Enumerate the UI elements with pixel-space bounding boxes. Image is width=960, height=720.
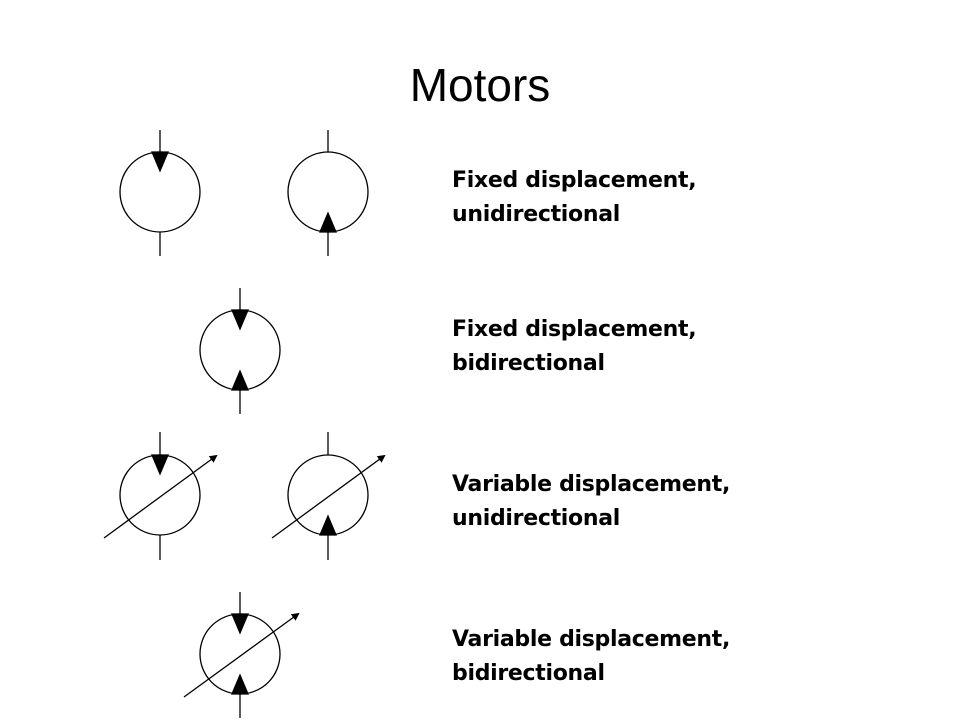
motor-symbol-icon (183, 592, 300, 718)
label-line-1: Fixed displacement, (452, 168, 697, 193)
variable-displacement-arrow-icon (103, 454, 218, 539)
inlet-arrow-icon (231, 613, 249, 635)
motor-symbol-icon (287, 130, 369, 256)
variable-displacement-arrow-icon (183, 612, 300, 698)
outlet-arrow-icon (231, 369, 249, 391)
motor-symbol-icon (119, 130, 201, 256)
label-line-2: unidirectional (452, 506, 620, 531)
label-line-2: bidirectional (452, 351, 605, 376)
inlet-arrow-icon (151, 151, 169, 173)
label-line-1: Variable displacement, (452, 472, 731, 497)
motor-symbol-icon (103, 432, 218, 560)
label-line-2: unidirectional (452, 202, 620, 227)
label-line-2: bidirectional (452, 661, 605, 686)
inlet-arrow-icon (151, 454, 169, 476)
motor-symbol-icon (199, 288, 281, 414)
inlet-arrow-icon (319, 514, 337, 536)
page-title: Motors (409, 59, 551, 111)
inlet-arrow-icon (319, 211, 337, 233)
label-variable-unidirectional: Variable displacement, unidirectional (452, 468, 872, 536)
outlet-arrow-icon (231, 673, 249, 695)
label-variable-bidirectional: Variable displacement, bidirectional (452, 623, 872, 691)
label-line-1: Variable displacement, (452, 627, 731, 652)
label-fixed-bidirectional: Fixed displacement, bidirectional (452, 313, 872, 381)
label-line-1: Fixed displacement, (452, 317, 697, 342)
variable-displacement-arrow-icon (271, 454, 386, 539)
inlet-arrow-icon (231, 309, 249, 331)
label-fixed-unidirectional: Fixed displacement, unidirectional (452, 164, 872, 232)
motor-symbol-icon (271, 432, 386, 560)
